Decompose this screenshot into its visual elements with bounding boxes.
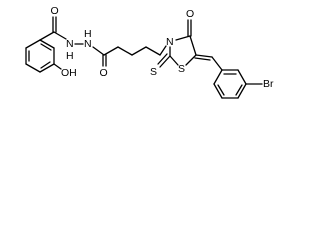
methine-to-ring-bond — [211, 56, 223, 71]
thioxo-double-bond — [159, 55, 171, 68]
bromophenyl-ring — [213, 69, 247, 99]
chain-bond-3 — [131, 46, 147, 56]
thiazolidinone-ring — [169, 35, 197, 66]
ring-nitrogen-label: N — [166, 36, 174, 48]
ring-carbonyl-oxygen-label: O — [186, 8, 194, 20]
bromo-label: Br — [263, 78, 274, 90]
hydrazide-h2-label: H — [84, 28, 92, 40]
chain-bond-1 — [103, 46, 119, 56]
hydrazide-n1-label: N — [66, 38, 74, 50]
ring-sulfur-label: S — [178, 63, 185, 75]
hydroxyphenyl-ring — [25, 39, 55, 73]
butanoyl-oxygen-label: O — [100, 67, 108, 79]
thioxo-sulfur-label: S — [150, 66, 157, 78]
hydrazide-h1-label: H — [66, 50, 74, 62]
hydroxyl-label: OH — [61, 67, 77, 79]
chain-bond-4 — [145, 46, 161, 56]
hydrazide-n2-label: N — [84, 38, 92, 50]
amide-oxygen-label: O — [51, 5, 59, 17]
chain-to-n-bond — [159, 45, 167, 56]
chemical-structure-diagram: O N H N H OH O N O S S — [25, 5, 274, 99]
nh-carbonyl-bond — [92, 46, 105, 56]
hydroxyl-bond — [53, 63, 62, 70]
carbonyl-nh-bond — [53, 31, 67, 40]
chain-bond-2 — [117, 46, 133, 56]
aryl-carbonyl-bond — [39, 31, 55, 41]
exocyclic-double-bond — [195, 54, 213, 58]
